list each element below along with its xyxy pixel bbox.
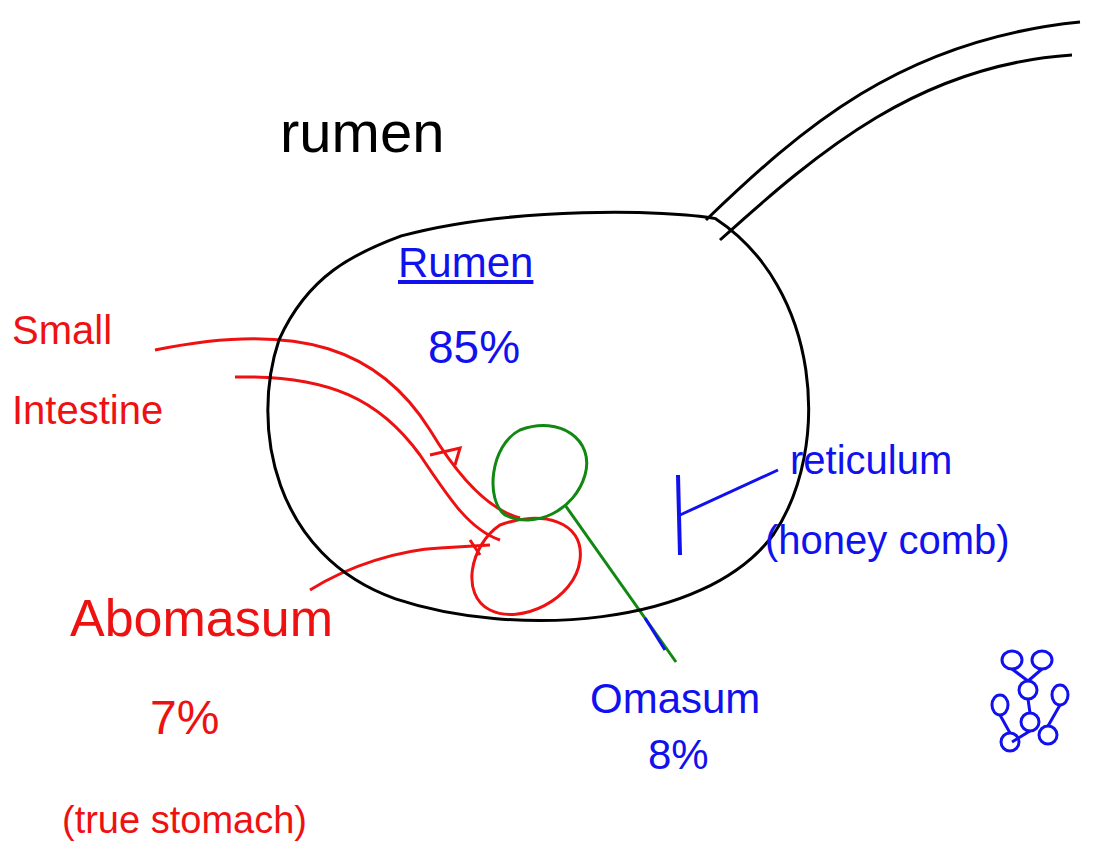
intestine-tube	[430, 448, 460, 465]
percentage-value: 8%	[648, 732, 709, 778]
intestine-tube	[235, 377, 500, 540]
rumen-shape	[250, 210, 832, 642]
omasum-shape	[493, 426, 587, 520]
part-name: Abomasum	[70, 590, 333, 647]
reticulum-marker	[678, 475, 680, 555]
esophagus-line	[720, 55, 1072, 240]
intestine-tube	[470, 540, 480, 555]
esophagus-line	[706, 22, 1080, 220]
percentage-value: 7%	[150, 692, 219, 745]
part-name: reticulum	[790, 438, 952, 482]
diagram-title: rumen	[280, 100, 444, 164]
abomasum-shape	[472, 518, 580, 614]
part-name: Omasum	[590, 676, 760, 722]
percentage-value: 85%	[428, 322, 520, 373]
leader-line	[680, 470, 778, 515]
rumen-outline: Rumen 85%	[250, 210, 832, 642]
leader-line	[565, 505, 676, 662]
leader-line	[645, 618, 665, 650]
honeycomb-symbol	[992, 651, 1068, 751]
organ-name: Rumen	[398, 240, 533, 286]
part-note: (true stomach)	[62, 800, 307, 842]
part-name: Small Intestine	[12, 290, 222, 450]
part-note: (honey comb)	[765, 518, 1010, 562]
